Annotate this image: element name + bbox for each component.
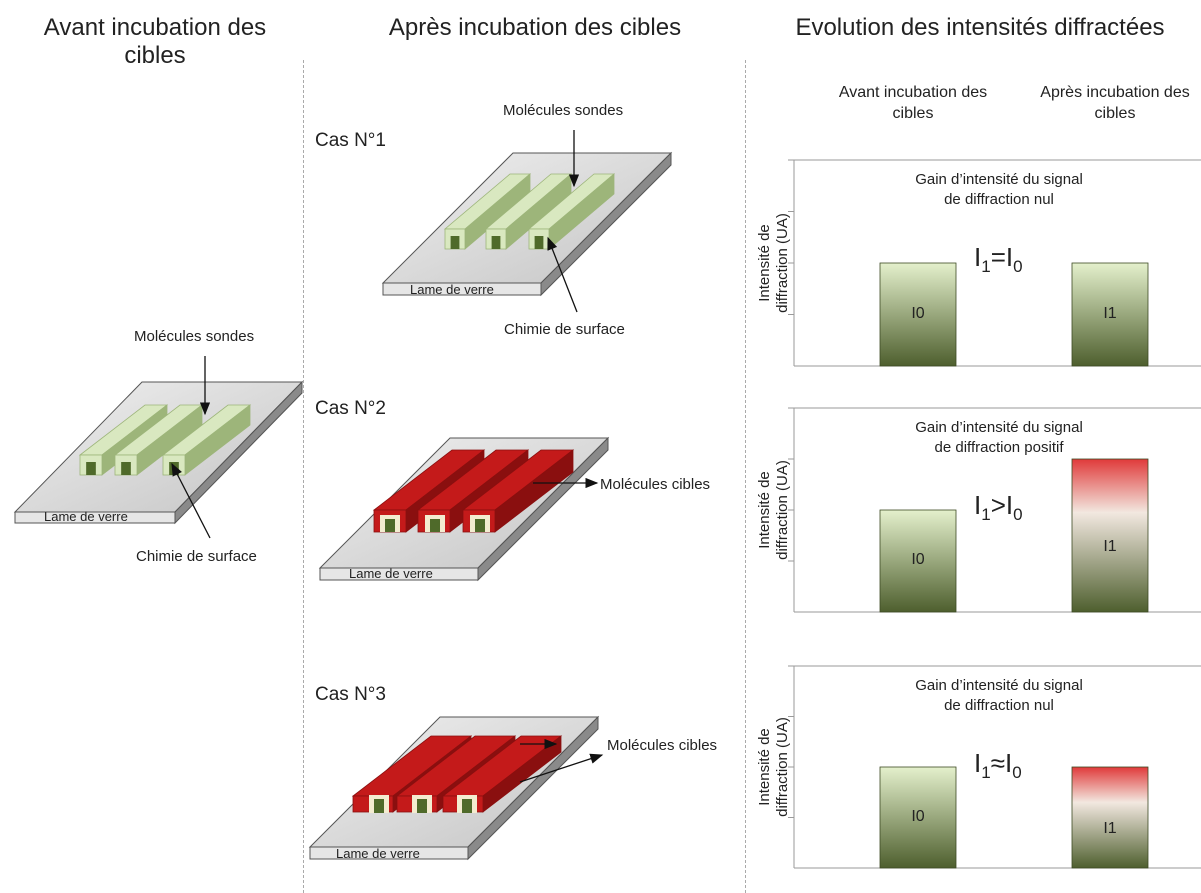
- probe-core: [475, 519, 485, 532]
- probe-core: [430, 519, 440, 532]
- column-title-before: Avant incubation des cibles: [43, 14, 267, 69]
- slide-case-1: [381, 130, 673, 313]
- probe-label-before: Molécules sondes: [134, 328, 255, 345]
- slide-side: [477, 436, 609, 582]
- divider-right: [745, 60, 746, 893]
- slide-label-case-2: Lame de verre: [349, 566, 433, 581]
- column-title-evolution: Evolution des intensités diffractées: [795, 14, 1165, 41]
- arrow: [519, 753, 604, 783]
- slide-before-incubation: [13, 356, 304, 539]
- probe-core: [491, 236, 501, 249]
- arrow: [547, 236, 578, 313]
- target-label-case-3: Molécules cibles: [607, 737, 718, 754]
- evolution-header-after: Après incubation des cibles: [1040, 84, 1190, 122]
- slide-side: [540, 151, 672, 297]
- chem-label-case-1: Chimie de surface: [504, 321, 625, 338]
- target-label-case-2: Molécules cibles: [600, 476, 711, 493]
- slide-case-2: [318, 436, 610, 582]
- probe-core: [121, 462, 131, 475]
- slide-side: [467, 715, 599, 861]
- case-2-label: Cas N°2: [315, 398, 386, 419]
- probe-core: [86, 462, 96, 475]
- case-1-label: Cas N°1: [315, 130, 386, 151]
- chem-label-before: Chimie de surface: [136, 548, 257, 565]
- probe-core: [462, 799, 472, 813]
- probe-core: [385, 519, 395, 532]
- probe-core: [450, 236, 460, 249]
- probe-label-case-1: Molécules sondes: [503, 102, 624, 119]
- case-3-label: Cas N°3: [315, 684, 386, 705]
- slide-label-case-3: Lame de verre: [336, 846, 420, 861]
- arrow: [171, 462, 211, 539]
- evolution-header-before: Avant incubation des cibles: [838, 84, 988, 122]
- divider-left: [303, 60, 304, 893]
- slide-label-before: Lame de verre: [44, 509, 128, 524]
- column-title-after: Après incubation des cibles: [388, 14, 682, 41]
- probe-core: [534, 236, 544, 249]
- slide-side: [174, 380, 303, 525]
- slide-case-3: [308, 715, 604, 861]
- slide-label-case-1: Lame de verre: [410, 282, 494, 297]
- probe-core: [417, 799, 427, 813]
- probe-core: [374, 799, 384, 813]
